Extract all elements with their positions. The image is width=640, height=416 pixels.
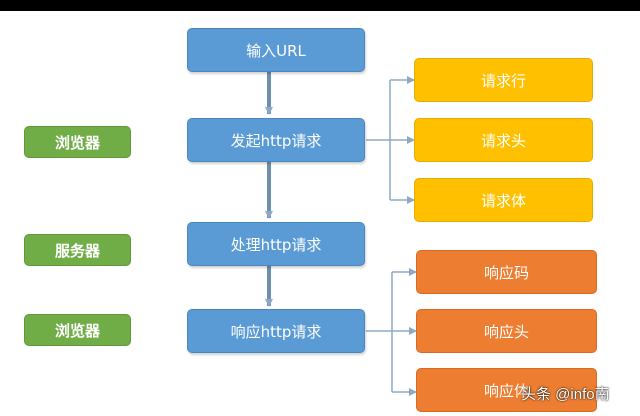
- watermark-text: 头条 @info南: [521, 386, 610, 403]
- send-request-box: 发起http请求: [187, 118, 365, 162]
- response-bracket: [366, 268, 417, 396]
- respond-request-box: 响应http请求: [187, 309, 365, 353]
- top-black-bar: [0, 0, 640, 11]
- request-line-box: 请求行: [414, 58, 593, 102]
- input-url-box: 输入URL: [187, 28, 365, 72]
- request-body-box: 请求体: [414, 178, 593, 222]
- server-label: 服务器: [24, 234, 131, 266]
- process-request-box: 处理http请求: [187, 222, 365, 266]
- request-bracket: [366, 76, 415, 204]
- response-body-box: 响应体: [416, 368, 597, 412]
- browser-label-top: 浏览器: [24, 126, 131, 158]
- request-header-box: 请求头: [414, 118, 593, 162]
- response-header-box: 响应头: [416, 309, 597, 353]
- response-code-box: 响应码: [416, 250, 597, 294]
- browser-label-bottom: 浏览器: [24, 314, 131, 346]
